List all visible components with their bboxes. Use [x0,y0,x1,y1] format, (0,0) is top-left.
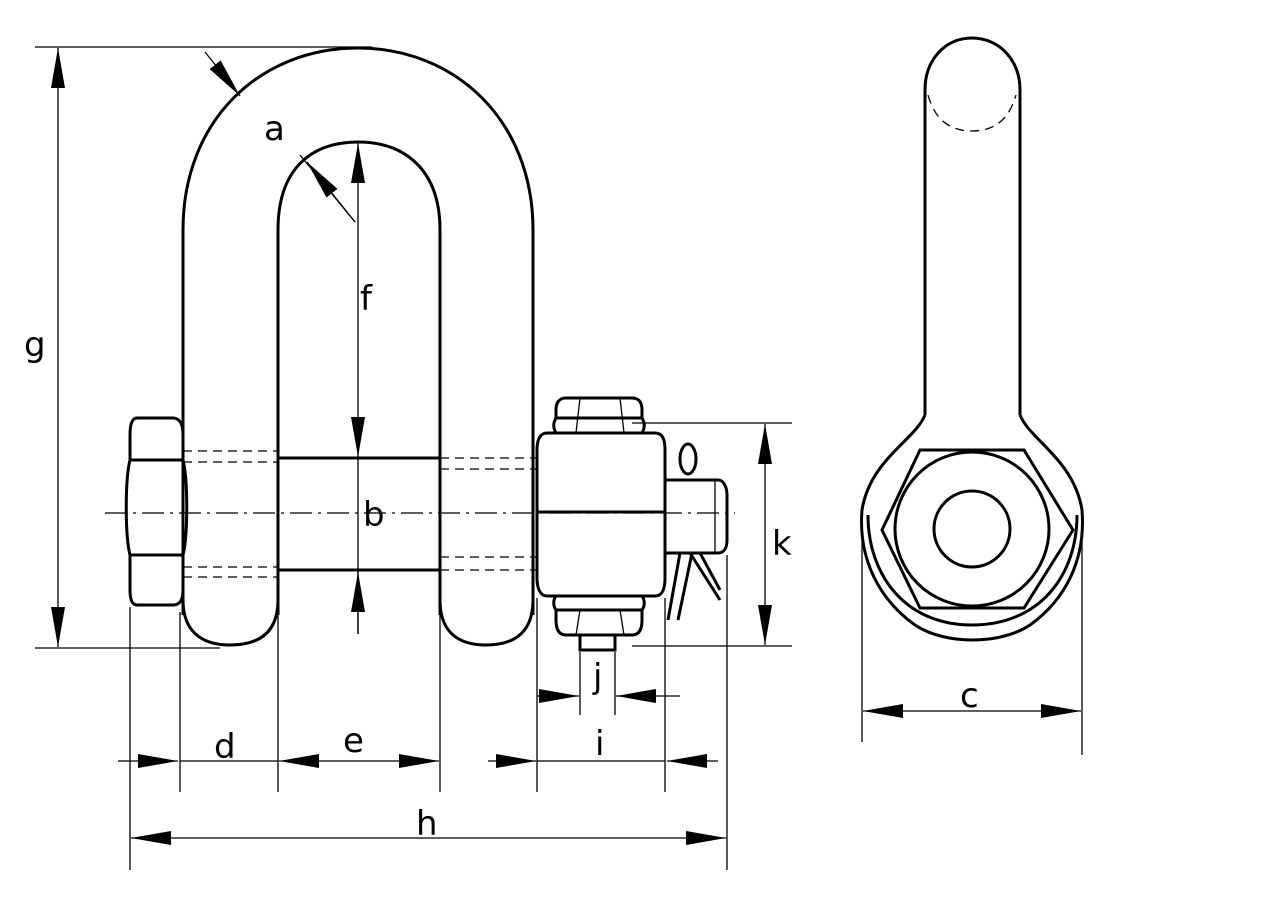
label-j: j [592,657,602,697]
front-view [860,36,1084,642]
shackle-pin [105,450,735,578]
label-b: b [363,495,385,535]
shackle-body [181,46,535,647]
dimension-lines [35,46,1083,870]
label-i: i [595,724,604,764]
label-f: f [360,279,373,319]
dimension-labels: a f g b k j d e i h c [24,109,979,844]
label-d: d [214,727,236,767]
label-h: h [416,804,438,844]
label-g: g [24,325,46,365]
label-k: k [772,524,792,564]
nut-assembly [535,396,729,652]
label-c: c [960,676,979,716]
label-a: a [264,109,285,149]
label-e: e [343,721,364,761]
bolt-head [124,416,189,607]
